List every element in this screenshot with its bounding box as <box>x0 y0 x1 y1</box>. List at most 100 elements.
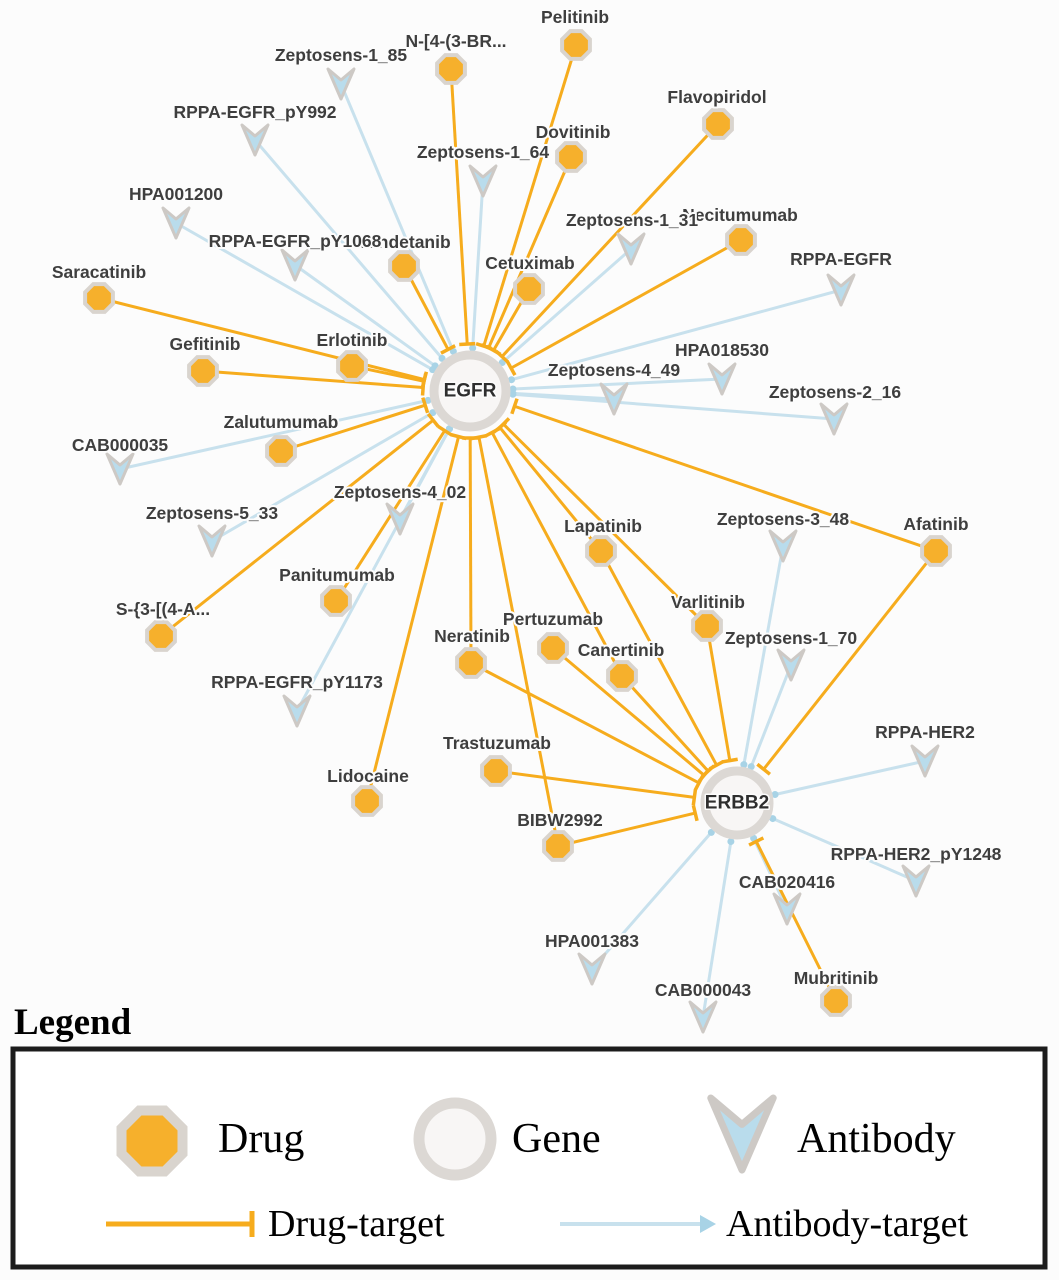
label-afatinib: Afatinib <box>903 514 968 534</box>
label-dovitinib: Dovitinib <box>536 122 611 142</box>
antibody-arrow-icon <box>197 524 227 558</box>
antibody-arrow-icon <box>161 206 191 240</box>
label-zeptosens-4-02: Zeptosens-4_02 <box>334 482 467 502</box>
label-egfr: EGFR <box>444 381 497 402</box>
node-antibody-zeptosens-1-70[interactable] <box>776 648 806 682</box>
node-drug-erlotinib[interactable] <box>336 350 368 382</box>
node-drug-n-4-3-br[interactable] <box>435 53 467 85</box>
label-zeptosens-3-48: Zeptosens-3_48 <box>717 509 850 529</box>
node-antibody-zeptosens-1-85[interactable] <box>326 67 356 101</box>
node-drug-zalutumumab[interactable] <box>265 435 297 467</box>
drug-octagon-icon <box>480 755 512 787</box>
node-drug-varlitinib[interactable] <box>691 610 723 642</box>
node-antibody-zeptosens-4-49[interactable] <box>599 382 629 416</box>
node-drug-saracatinib[interactable] <box>83 282 115 314</box>
label-trastuzumab: Trastuzumab <box>443 733 551 753</box>
node-antibody-cab000043[interactable] <box>688 1000 718 1034</box>
node-antibody-zeptosens-5-33[interactable] <box>197 524 227 558</box>
node-drug-lidocaine[interactable] <box>351 785 383 817</box>
node-antibody-zeptosens-3-48[interactable] <box>768 529 798 563</box>
label-zalutumumab: Zalutumumab <box>224 412 339 432</box>
node-drug-flavopiridol[interactable] <box>702 108 734 140</box>
node-gene-egfr[interactable] <box>429 350 511 432</box>
edge-antibody-target-rppa-egfr-py992-egfr <box>253 139 472 392</box>
node-drug-trastuzumab[interactable] <box>480 755 512 787</box>
drug-octagon-icon <box>83 282 115 314</box>
node-drug-bibw2992[interactable] <box>542 830 574 862</box>
drug-octagon-icon <box>388 250 420 282</box>
label-rppa-her2: RPPA-HER2 <box>875 722 975 742</box>
edge-drug-target-canertinib-erbb2 <box>620 674 716 778</box>
drug-octagon-icon <box>320 585 352 617</box>
label-rppa-her2-py1248: RPPA-HER2_pY1248 <box>831 844 1002 864</box>
node-drug-dovitinib[interactable] <box>555 141 587 173</box>
node-antibody-zeptosens-1-64[interactable] <box>468 164 498 198</box>
label-zeptosens-2-16: Zeptosens-2_16 <box>769 382 902 402</box>
edge-drug-target-mubritinib-erbb2 <box>748 836 838 1002</box>
node-antibody-zeptosens-4-02[interactable] <box>385 502 415 536</box>
node-drug-afatinib[interactable] <box>920 535 952 567</box>
drug-octagon-icon <box>920 535 952 567</box>
label-vandetanib: Vandetanib <box>357 232 450 252</box>
antibody-arrow-icon <box>385 502 415 536</box>
legend-label-antibody: Antibody <box>797 1116 956 1162</box>
node-drug-canertinib[interactable] <box>606 660 638 692</box>
node-antibody-rppa-her2[interactable] <box>910 744 940 778</box>
node-drug-panitumumab[interactable] <box>320 585 352 617</box>
label-n-4-3-br: N-[4-(3-BR... <box>405 31 506 51</box>
node-antibody-cab000035[interactable] <box>105 452 135 486</box>
antibody-arrow-icon <box>768 529 798 563</box>
label-cab000035: CAB000035 <box>72 435 169 455</box>
label-layer: PelitinibN-[4-(3-BR...FlavopiridolDoviti… <box>50 5 1004 1002</box>
label-zeptosens-1-64: Zeptosens-1_64 <box>417 142 550 162</box>
node-drug-vandetanib[interactable] <box>388 250 420 282</box>
gene-circle-icon <box>700 766 774 840</box>
node-antibody-cab020416[interactable] <box>772 892 802 926</box>
label-rppa-egfr-py992: RPPA-EGFR_pY992 <box>173 102 336 122</box>
node-antibody-hpa018530[interactable] <box>707 362 737 396</box>
node-drug-pelitinib[interactable] <box>560 29 592 61</box>
node-drug-pertuzumab[interactable] <box>537 632 569 664</box>
drug-octagon-icon <box>455 647 487 679</box>
label-rppa-egfr-py1068: RPPA-EGFR_pY1068 <box>209 231 382 251</box>
node-antibody-hpa001383[interactable] <box>577 952 607 986</box>
drug-octagon-icon <box>187 355 219 387</box>
drug-octagon-icon <box>265 435 297 467</box>
label-rppa-egfr: RPPA-EGFR <box>790 249 892 269</box>
node-antibody-rppa-egfr-py1068[interactable] <box>280 248 310 282</box>
edge-drug-target-panitumumab-egfr <box>334 424 453 602</box>
drug-octagon-icon <box>725 224 757 256</box>
edge-drug-target-varlitinib-erbb2 <box>705 625 738 764</box>
node-antibody-zeptosens-1-31[interactable] <box>616 232 646 266</box>
node-antibody-rppa-egfr-py1173[interactable] <box>282 694 312 728</box>
node-antibody-rppa-her2-py1248[interactable] <box>901 864 931 898</box>
edge-drug-target-n-4-3-br-egfr <box>449 68 476 347</box>
edge-antibody-target-zeptosens-1-85-egfr <box>339 83 472 392</box>
node-drug-necitumumab[interactable] <box>725 224 757 256</box>
node-antibody-zeptosens-2-16[interactable] <box>819 402 849 436</box>
gene-circle-icon <box>429 350 511 432</box>
label-rppa-egfr-py1173: RPPA-EGFR_pY1173 <box>211 672 383 692</box>
edge-drug-target-trastuzumab-erbb2 <box>495 769 698 806</box>
legend-antibody-icon <box>707 1094 777 1174</box>
legend-label-drug-target: Drug-target <box>268 1203 445 1245</box>
antibody-arrow-icon <box>577 952 607 986</box>
label-flavopiridol: Flavopiridol <box>667 87 766 107</box>
node-drug-cetuximab[interactable] <box>513 273 545 305</box>
label-zeptosens-1-70: Zeptosens-1_70 <box>725 628 858 648</box>
node-drug-neratinib[interactable] <box>455 647 487 679</box>
label-necitumumab: Necitumumab <box>682 205 798 225</box>
node-drug-s-3-4-a[interactable] <box>145 620 177 652</box>
node-drug-gefitinib[interactable] <box>187 355 219 387</box>
node-antibody-hpa001200[interactable] <box>161 206 191 240</box>
drug-octagon-icon <box>513 273 545 305</box>
antibody-arrow-icon <box>707 362 737 396</box>
edge-drug-target-necitumumab-egfr <box>505 238 742 376</box>
node-antibody-rppa-egfr-py992[interactable] <box>240 123 270 157</box>
node-drug-mubritinib[interactable] <box>820 985 852 1017</box>
node-drug-lapatinib[interactable] <box>585 535 617 567</box>
node-gene-erbb2[interactable] <box>700 766 774 840</box>
antibody-arrow-icon <box>280 248 310 282</box>
node-antibody-rppa-egfr[interactable] <box>826 273 856 307</box>
